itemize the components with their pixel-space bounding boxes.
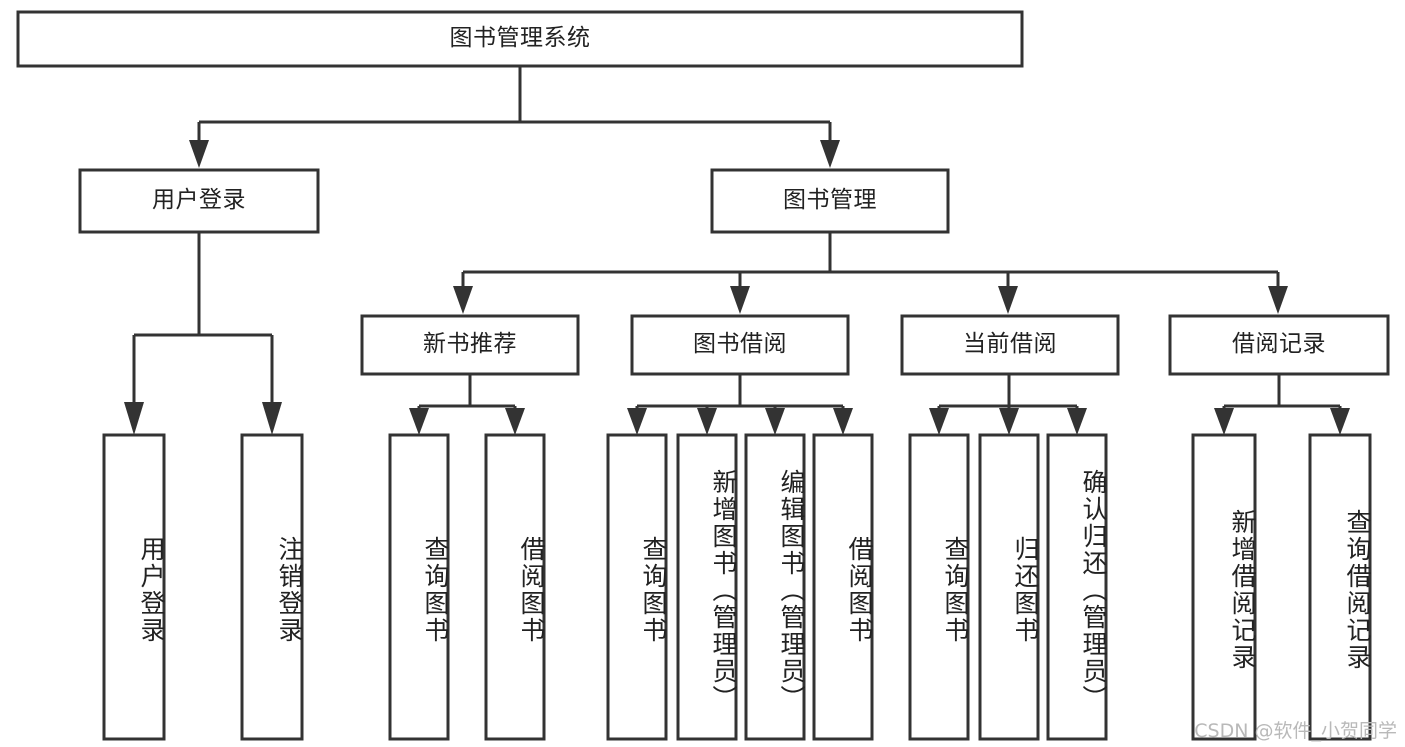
arrowhead-leaf-query-book-3 bbox=[929, 408, 949, 435]
node-box-book-borrow[interactable] bbox=[630, 314, 850, 376]
node-box-user-login[interactable] bbox=[78, 168, 320, 234]
arrowhead-leaf-add-book-admin bbox=[697, 408, 717, 435]
arrowhead-leaf-logout-login bbox=[262, 402, 282, 435]
node-box-root[interactable] bbox=[16, 10, 1024, 68]
node-box-book-manage[interactable] bbox=[710, 168, 950, 234]
node-box-new-book-recommend[interactable] bbox=[360, 314, 580, 376]
node-box-borrow-record[interactable] bbox=[1168, 314, 1390, 376]
connector-group-book-manage bbox=[453, 232, 1288, 314]
node-box-leaf-borrow-book-2[interactable] bbox=[812, 433, 874, 741]
arrowhead-leaf-add-borrow-record bbox=[1214, 408, 1234, 435]
arrowhead-leaf-query-borrow-record bbox=[1330, 408, 1350, 435]
connector-group-current-borrow bbox=[929, 374, 1087, 435]
node-box-leaf-confirm-return-admin[interactable] bbox=[1046, 433, 1108, 741]
node-box-leaf-add-borrow-record[interactable] bbox=[1191, 433, 1257, 741]
arrowhead-new-book-recommend bbox=[453, 286, 473, 314]
arrowhead-borrow-record bbox=[1268, 286, 1288, 314]
node-box-current-borrow[interactable] bbox=[900, 314, 1120, 376]
connector-group-user-login bbox=[124, 232, 282, 435]
node-box-leaf-edit-book-admin[interactable] bbox=[744, 433, 806, 741]
node-box-leaf-logout-login[interactable] bbox=[240, 433, 304, 741]
connector-group-book-borrow bbox=[627, 374, 853, 435]
node-box-leaf-return-book[interactable] bbox=[978, 433, 1040, 741]
node-box-leaf-query-borrow-record[interactable] bbox=[1308, 433, 1372, 741]
node-box-leaf-query-book-3[interactable] bbox=[908, 433, 970, 741]
arrowhead-leaf-user-login bbox=[124, 402, 144, 435]
arrowhead-leaf-borrow-book-2 bbox=[833, 408, 853, 435]
arrowhead-current-borrow bbox=[998, 286, 1018, 314]
arrowhead-leaf-query-book-1 bbox=[409, 408, 429, 435]
connector-group-new-book-recommend bbox=[409, 374, 525, 435]
node-box-leaf-add-book-admin[interactable] bbox=[676, 433, 738, 741]
connector-group-root bbox=[189, 66, 840, 168]
csdn-watermark: CSDN @软件_小贺同学 bbox=[1194, 720, 1397, 742]
arrowhead-leaf-edit-book-admin bbox=[765, 408, 785, 435]
arrowhead-book-manage bbox=[820, 140, 840, 168]
node-box-leaf-user-login[interactable] bbox=[102, 433, 166, 741]
arrowhead-book-borrow bbox=[730, 286, 750, 314]
node-box-leaf-query-book-2[interactable] bbox=[606, 433, 668, 741]
node-box-leaf-query-book-1[interactable] bbox=[388, 433, 450, 741]
connector-group-borrow-record bbox=[1214, 374, 1350, 435]
arrowhead-user-login bbox=[189, 140, 209, 168]
node-box-leaf-borrow-book-1[interactable] bbox=[484, 433, 546, 741]
arrowhead-leaf-query-book-2 bbox=[627, 408, 647, 435]
arrowhead-leaf-return-book bbox=[999, 408, 1019, 435]
arrowhead-leaf-confirm-return-admin bbox=[1067, 408, 1087, 435]
arrowhead-leaf-borrow-book-1 bbox=[505, 408, 525, 435]
